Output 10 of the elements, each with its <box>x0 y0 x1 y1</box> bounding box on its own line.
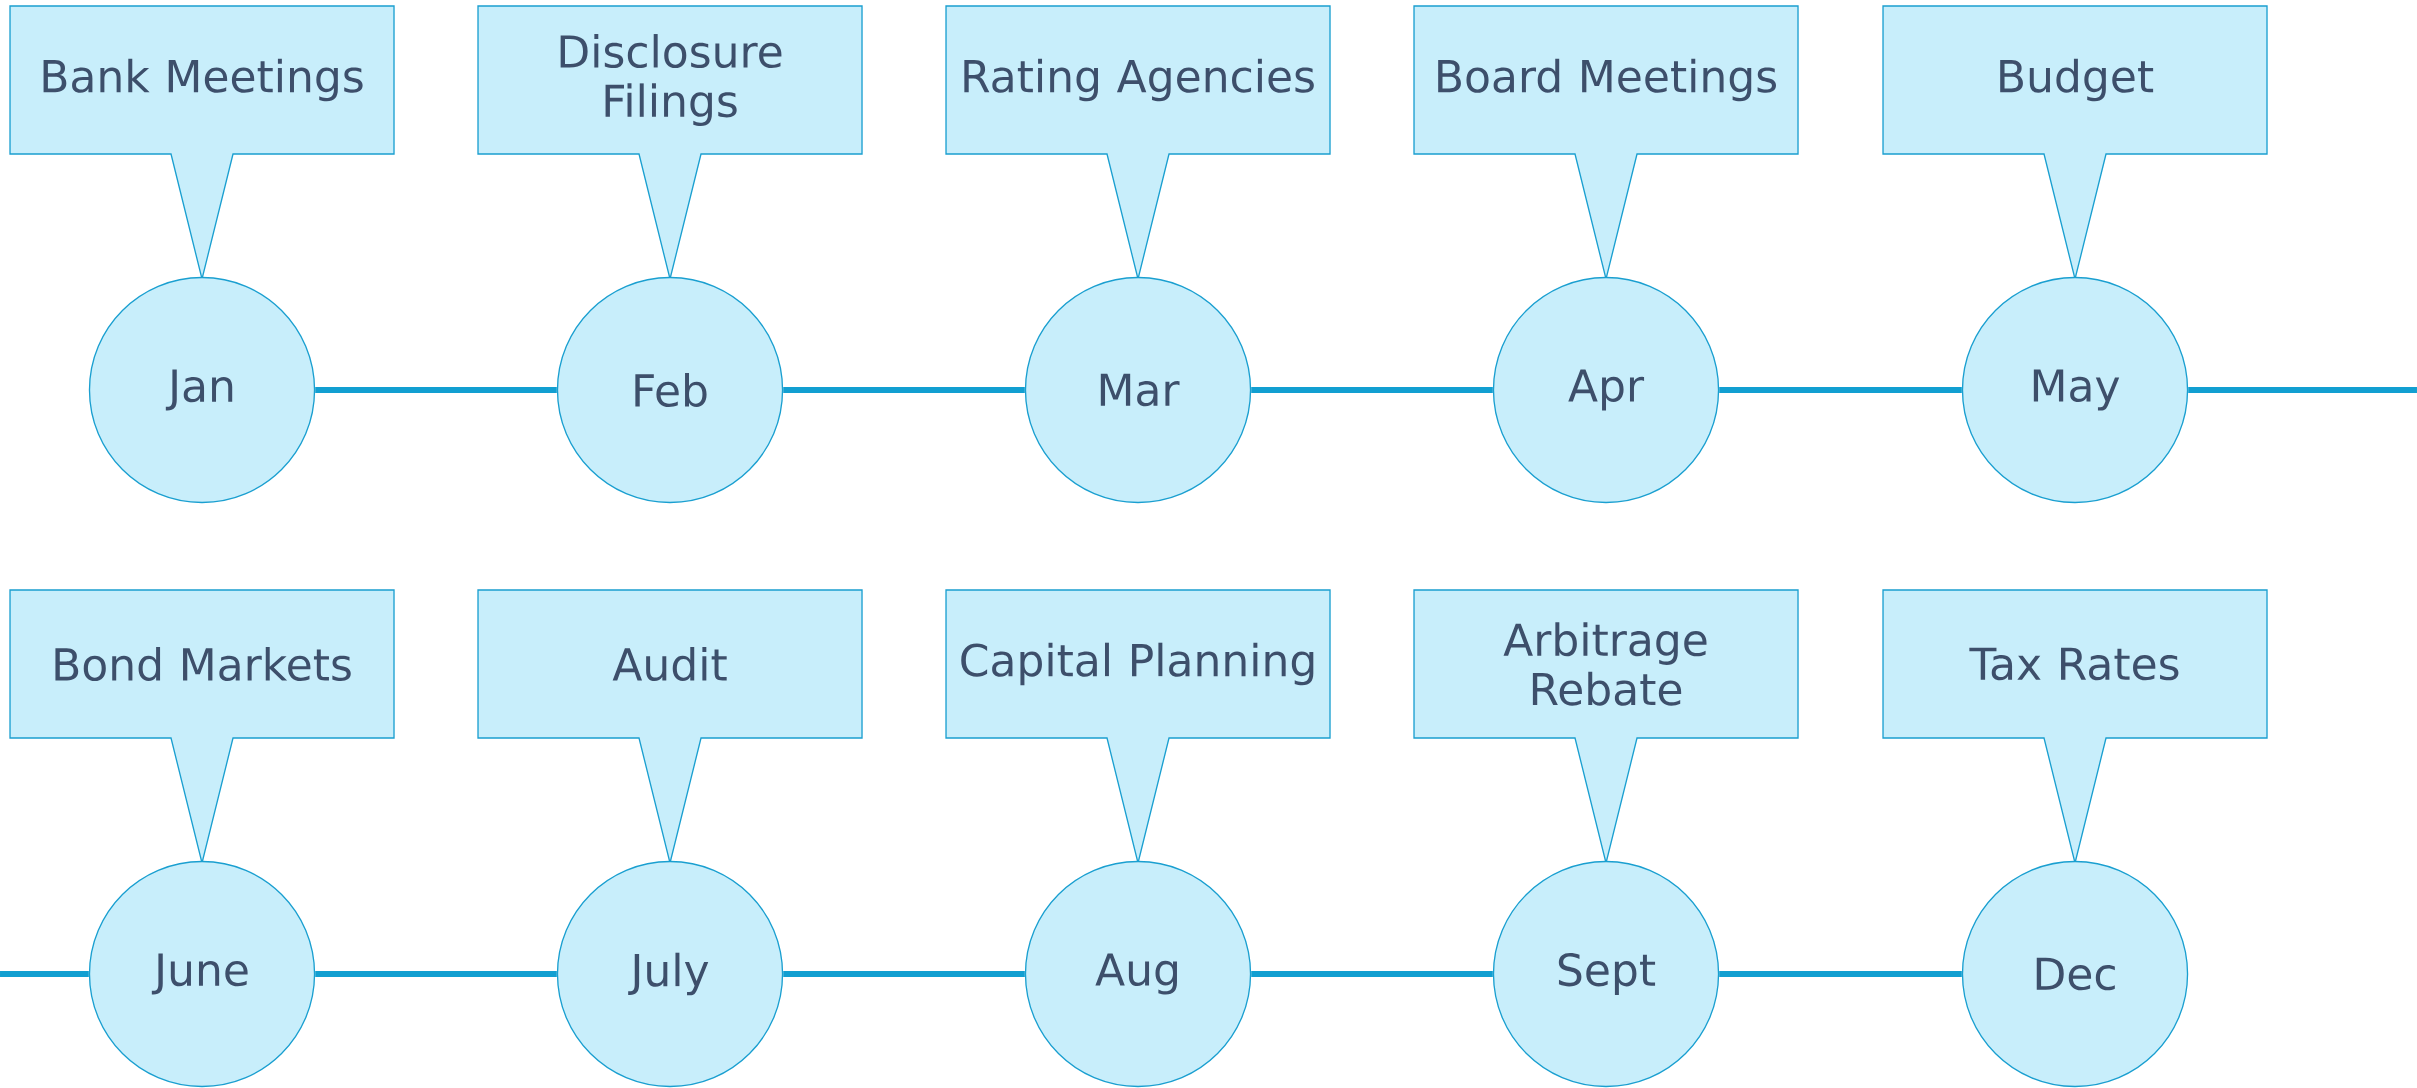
timeline-line <box>1719 387 1962 393</box>
timeline-line <box>1719 971 1962 977</box>
timeline-line <box>0 971 89 977</box>
timeline-line <box>1251 971 1493 977</box>
timeline-line <box>783 387 1025 393</box>
timeline-line <box>1251 387 1493 393</box>
timeline-line <box>2188 387 2417 393</box>
timeline-line <box>783 971 1025 977</box>
timeline-line <box>315 971 557 977</box>
timeline-line <box>315 387 557 393</box>
